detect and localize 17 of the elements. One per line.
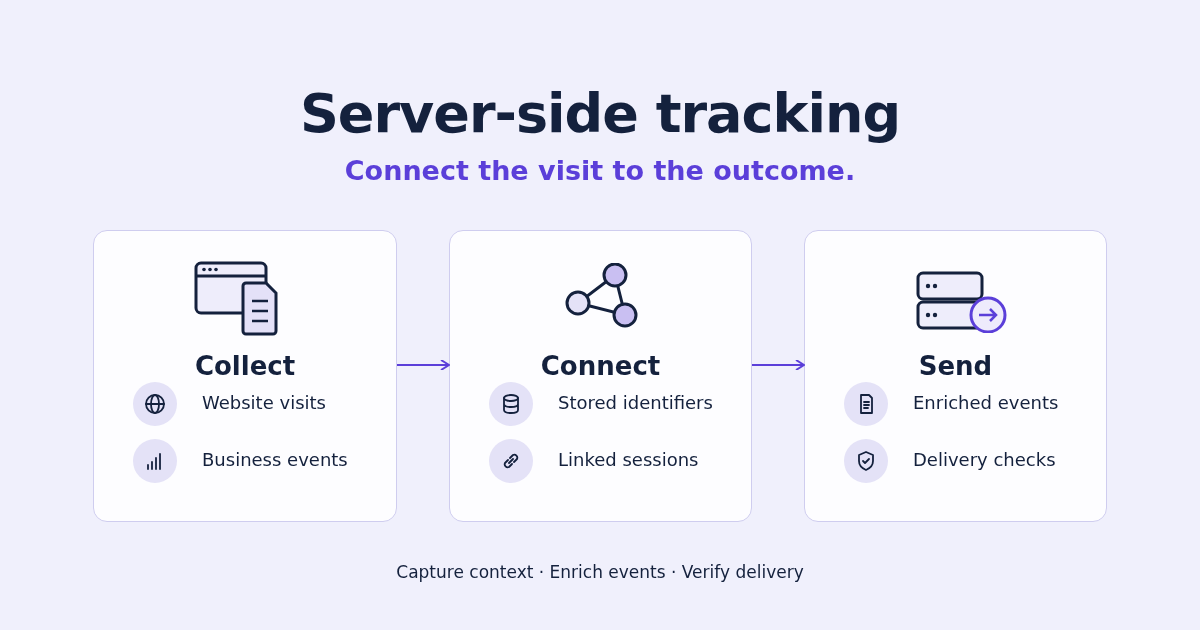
list-item-text: Linked sessions	[558, 449, 699, 470]
list-item-text: Website visits	[202, 392, 326, 413]
title: Server-side tracking	[298, 82, 902, 145]
arrow	[397, 359, 450, 371]
card-heading: Connect	[539, 351, 662, 381]
subtitle: Connect the visit to the outcome.	[343, 155, 857, 186]
process-card	[93, 230, 397, 522]
list-item-text: Stored identifiers	[558, 392, 713, 413]
caption: Capture context · Enrich events · Verify delivery	[395, 562, 805, 582]
process-card	[449, 230, 752, 522]
card-heading: Send	[917, 351, 994, 381]
process-card	[804, 230, 1107, 522]
arrow	[752, 359, 805, 371]
list-item-text: Business events	[202, 449, 348, 470]
card-heading: Collect	[193, 351, 297, 381]
list-item-text: Enriched events	[913, 392, 1059, 413]
list-item-text: Delivery checks	[913, 449, 1056, 470]
